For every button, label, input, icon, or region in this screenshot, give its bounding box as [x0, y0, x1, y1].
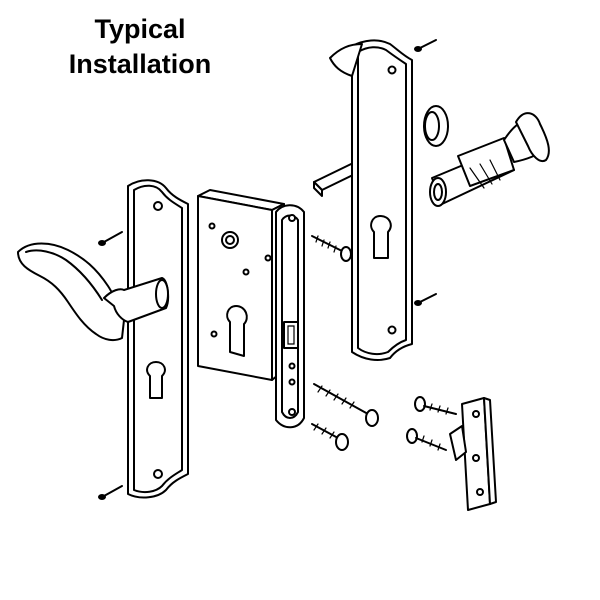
wood-screw-lower — [311, 423, 349, 451]
euro-cylinder — [429, 112, 550, 207]
lever-handle — [17, 242, 170, 342]
screw-top-right — [414, 39, 437, 52]
screw-left-top — [98, 231, 123, 246]
mortise-lock-body — [197, 189, 285, 381]
right-backplate — [329, 39, 413, 361]
title-line-1: Typical — [94, 14, 186, 44]
faceplate-screw-top — [311, 235, 352, 262]
mortise-faceplate — [275, 204, 305, 429]
screw-mid-right — [414, 293, 437, 306]
left-backplate — [127, 179, 189, 499]
screw-left-bottom — [98, 485, 123, 500]
title-line-2: Installation — [68, 49, 212, 79]
strike-screw-upper — [414, 396, 457, 415]
wood-screw-upper — [313, 383, 379, 427]
strike-plate — [449, 397, 497, 511]
diagram-title: Typical Installation — [40, 12, 240, 82]
strike-screw-lower — [406, 428, 447, 451]
right-rose — [423, 105, 449, 147]
